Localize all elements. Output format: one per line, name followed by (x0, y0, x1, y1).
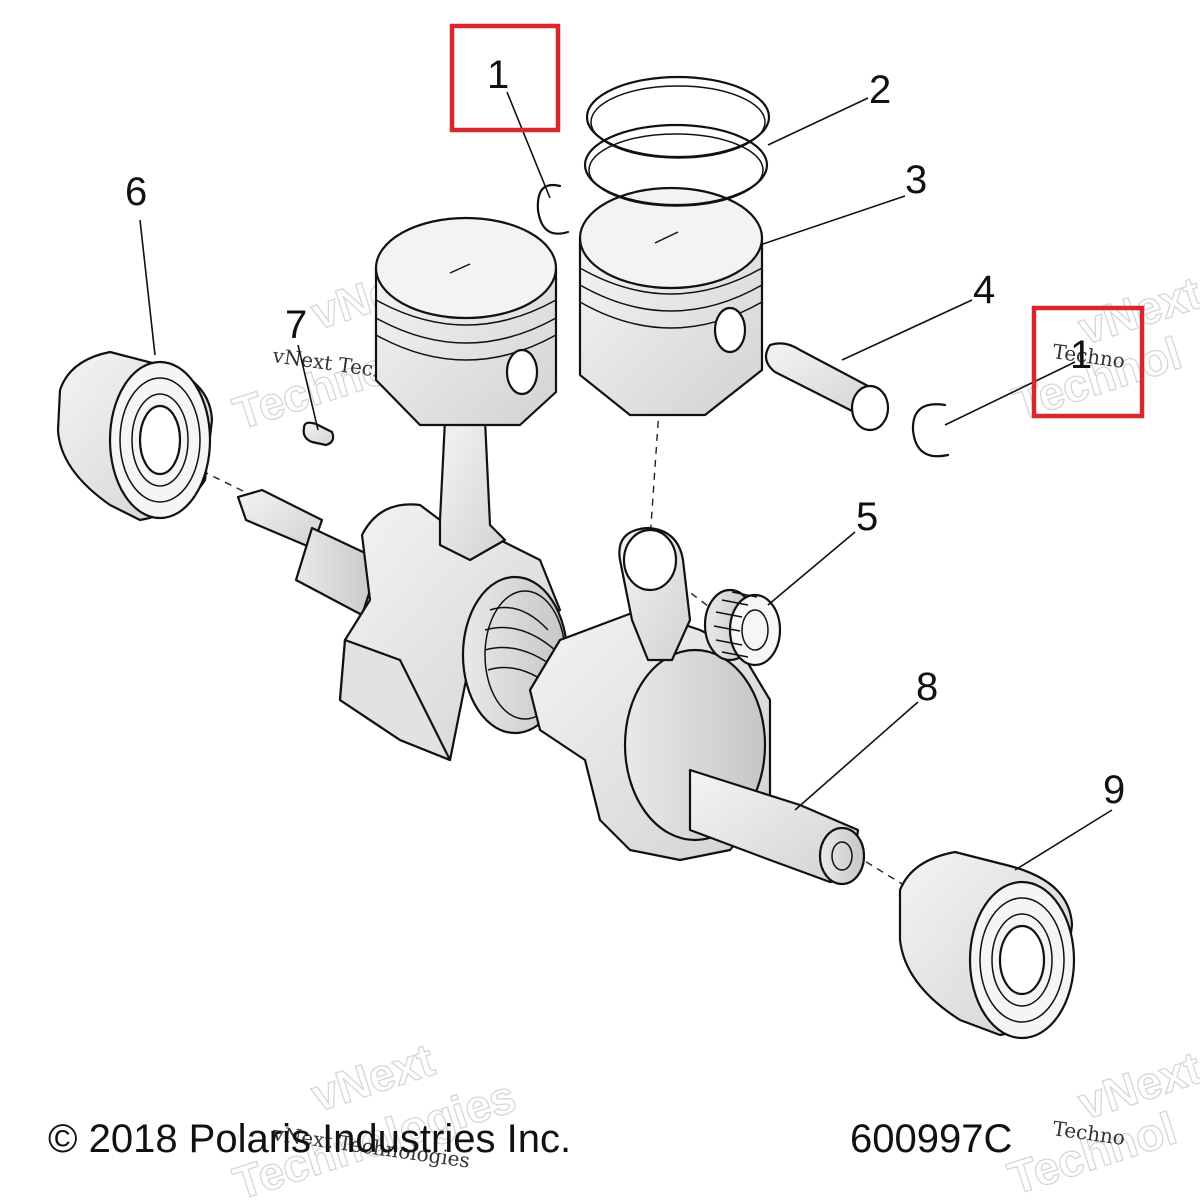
wrist-pin (764, 342, 890, 432)
callout-3: 3 (905, 158, 927, 202)
callout-6: 6 (125, 170, 147, 214)
needle-bearing (703, 588, 782, 667)
assembly-lines (189, 394, 921, 896)
callouts: 1 2 3 4 5 6 7 8 9 1 (125, 53, 1125, 812)
callout-2: 2 (869, 68, 891, 112)
circlip-parts (536, 183, 950, 458)
callout-5: 5 (856, 495, 878, 539)
callout-4: 4 (973, 268, 995, 312)
callout-8: 8 (916, 665, 938, 709)
copyright-text: © 2018 Polaris Industries Inc. (48, 1117, 571, 1161)
main-bearing-left (56, 350, 214, 522)
crankshaft-assembly (236, 418, 866, 886)
piston-right (578, 186, 764, 417)
callout-7: 7 (285, 303, 307, 347)
callout-1-duplicate: 1 (1070, 333, 1092, 377)
woodruff-key (302, 421, 335, 447)
highlight-box-callout-1-right (1031, 305, 1145, 419)
callout-9: 9 (1103, 768, 1125, 812)
main-bearing-right (898, 850, 1076, 1040)
part-number-text: 600997C (850, 1117, 1012, 1161)
piston-rings (583, 75, 771, 207)
highlight-box-callout-1 (449, 23, 561, 133)
callout-1: 1 (487, 53, 509, 97)
piston-left (374, 216, 558, 427)
leader-lines (139, 91, 1113, 871)
